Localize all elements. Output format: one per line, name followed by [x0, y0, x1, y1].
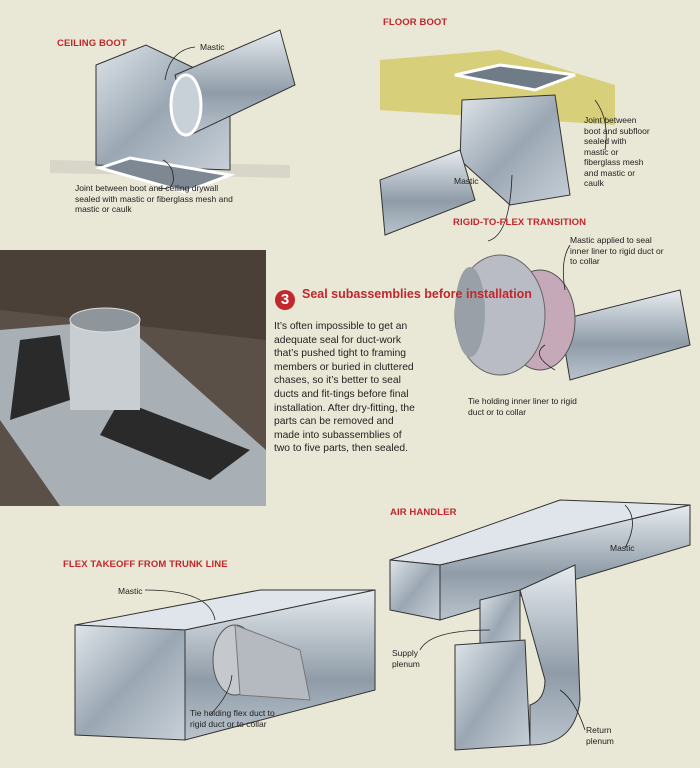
ceiling-boot-illustration: [50, 29, 296, 194]
rigid-flex-tie-label: Tie holding inner liner to rigid duct or…: [468, 396, 577, 417]
air-handler-illustration: [389, 499, 691, 751]
rigid-to-flex-illustration: [454, 254, 691, 381]
leader-lines: [144, 46, 633, 731]
ductwork-photo: [0, 250, 266, 506]
ceiling-boot-title: CEILING BOOT: [57, 38, 127, 49]
ceiling-boot-joint-label: Joint between boot and ceiling drywall s…: [75, 183, 233, 214]
flex-takeoff-mastic-label: Mastic: [118, 586, 143, 596]
air-handler-mastic-label: Mastic: [610, 543, 635, 553]
flex-takeoff-illustration: [74, 589, 376, 741]
floor-boot-illustration: [379, 50, 615, 236]
step-body: It’s often impossible to get an adequate…: [274, 321, 415, 455]
air-handler-title: AIR HANDLER: [390, 507, 457, 518]
step-title: Seal subassemblies before installation: [302, 287, 532, 301]
floor-boot-mastic-label: Mastic: [454, 176, 479, 186]
air-handler-supply-label: Supply plenum: [392, 648, 420, 669]
step-number-badge: 3: [275, 290, 295, 310]
ceiling-boot-mastic-label: Mastic: [200, 42, 225, 52]
rigid-flex-title: RIGID-TO-FLEX TRANSITION: [453, 217, 587, 228]
flex-takeoff-tie-label: Tie holding flex duct to rigid duct or t…: [190, 708, 275, 729]
air-handler-return-label: Return plenum: [586, 725, 614, 746]
floor-boot-joint-label: Joint between boot and subfloor sealed w…: [584, 115, 650, 188]
flex-takeoff-title: FLEX TAKEOFF FROM TRUNK LINE: [63, 559, 228, 570]
rigid-flex-mastic-label: Mastic applied to seal inner liner to ri…: [570, 235, 664, 266]
floor-boot-title: FLOOR BOOT: [383, 17, 448, 28]
